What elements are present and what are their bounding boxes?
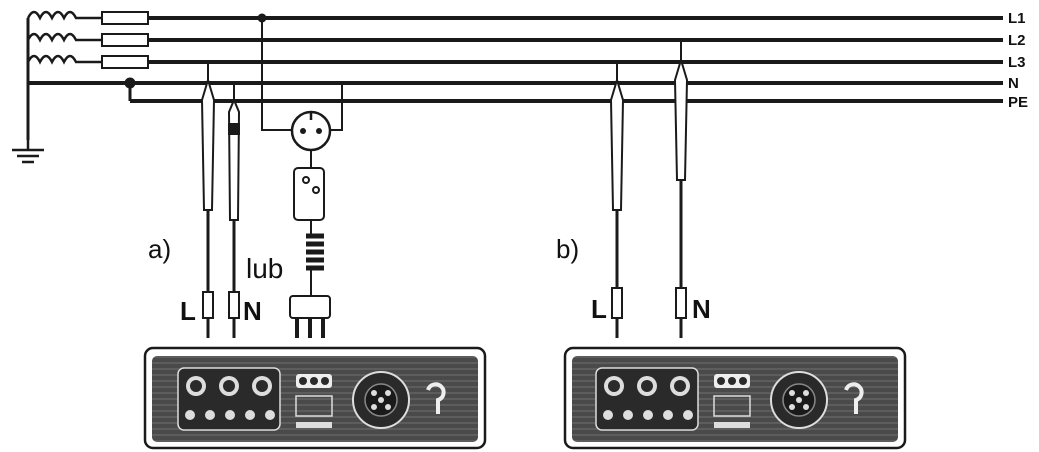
coil-l2 <box>26 32 102 43</box>
adapter-plug-icon <box>289 150 331 338</box>
label-pe: PE <box>1008 94 1028 111</box>
pe-junction <box>124 13 267 101</box>
coil-l3 <box>26 54 102 65</box>
label-l2: L2 <box>1008 32 1026 49</box>
probe-l-a <box>200 62 216 338</box>
fuse-l1 <box>101 11 149 25</box>
probe-n-a <box>227 83 241 338</box>
socket-wiring <box>261 18 343 131</box>
alternative-label: lub <box>246 253 283 284</box>
socket-icon <box>290 110 332 152</box>
label-n: N <box>1008 75 1019 92</box>
meter-b <box>563 346 907 450</box>
variant-a-label: a) <box>148 234 171 264</box>
line-labels: L1 L2 L3 N PE <box>1008 10 1028 111</box>
meter-a <box>143 346 487 450</box>
fuse-l3 <box>101 55 149 69</box>
probe-n-a-label: N <box>243 296 262 326</box>
probe-l-a-label: L <box>180 296 196 326</box>
variant-b-label: b) <box>556 234 579 264</box>
probe-n-b <box>673 40 689 338</box>
fuses <box>101 11 149 69</box>
transformer-coils <box>26 10 102 140</box>
power-lines <box>28 16 1003 103</box>
fuse-l2 <box>101 33 149 47</box>
probe-l-b <box>609 62 625 338</box>
meter-b-clamp-icon <box>844 382 864 414</box>
ground-symbol <box>12 140 44 164</box>
coil-l1 <box>26 10 102 21</box>
label-l3: L3 <box>1008 54 1026 71</box>
probe-l-b-label: L <box>591 294 607 324</box>
meter-a-clamp-icon <box>426 382 446 414</box>
label-l1: L1 <box>1008 10 1026 27</box>
probe-n-b-label: N <box>692 294 711 324</box>
